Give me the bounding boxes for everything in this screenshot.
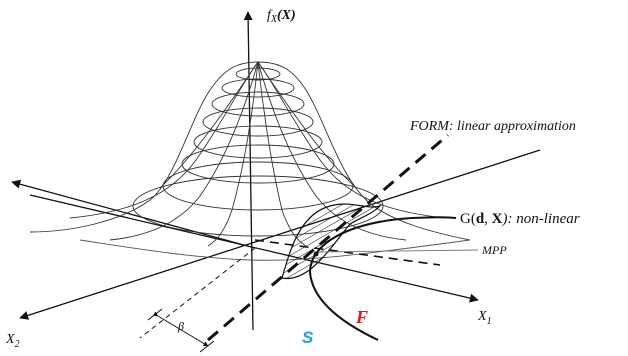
- mpp-label: MPP: [481, 243, 507, 257]
- beta-projection-line: [139, 247, 256, 339]
- density-surface: [29, 61, 471, 261]
- form-linear-approximation: [207, 133, 449, 342]
- left-axis-arm: [11, 179, 256, 249]
- density-axis: [243, 11, 254, 331]
- safe-region-label: S: [302, 328, 314, 347]
- mpp-point: [313, 251, 319, 257]
- x2-axis: [19, 149, 541, 320]
- limit-state-label: G(d, X): non-linear: [460, 211, 580, 227]
- x1-axis-label: X1: [477, 309, 492, 327]
- beta-dimension: [147, 308, 215, 353]
- failure-density-lobe: [281, 203, 383, 280]
- mpp-leader-line: [317, 249, 479, 253]
- limit-state-curve: [308, 216, 457, 341]
- density-axis-label: fX(X): [267, 8, 296, 25]
- beta-label: β: [177, 319, 184, 333]
- x2-axis-label: X2: [5, 332, 20, 350]
- failure-region-label: F: [355, 307, 368, 327]
- mpp-tangent-dashed: [254, 239, 441, 266]
- form-label: FORM: linear approximation: [409, 119, 576, 134]
